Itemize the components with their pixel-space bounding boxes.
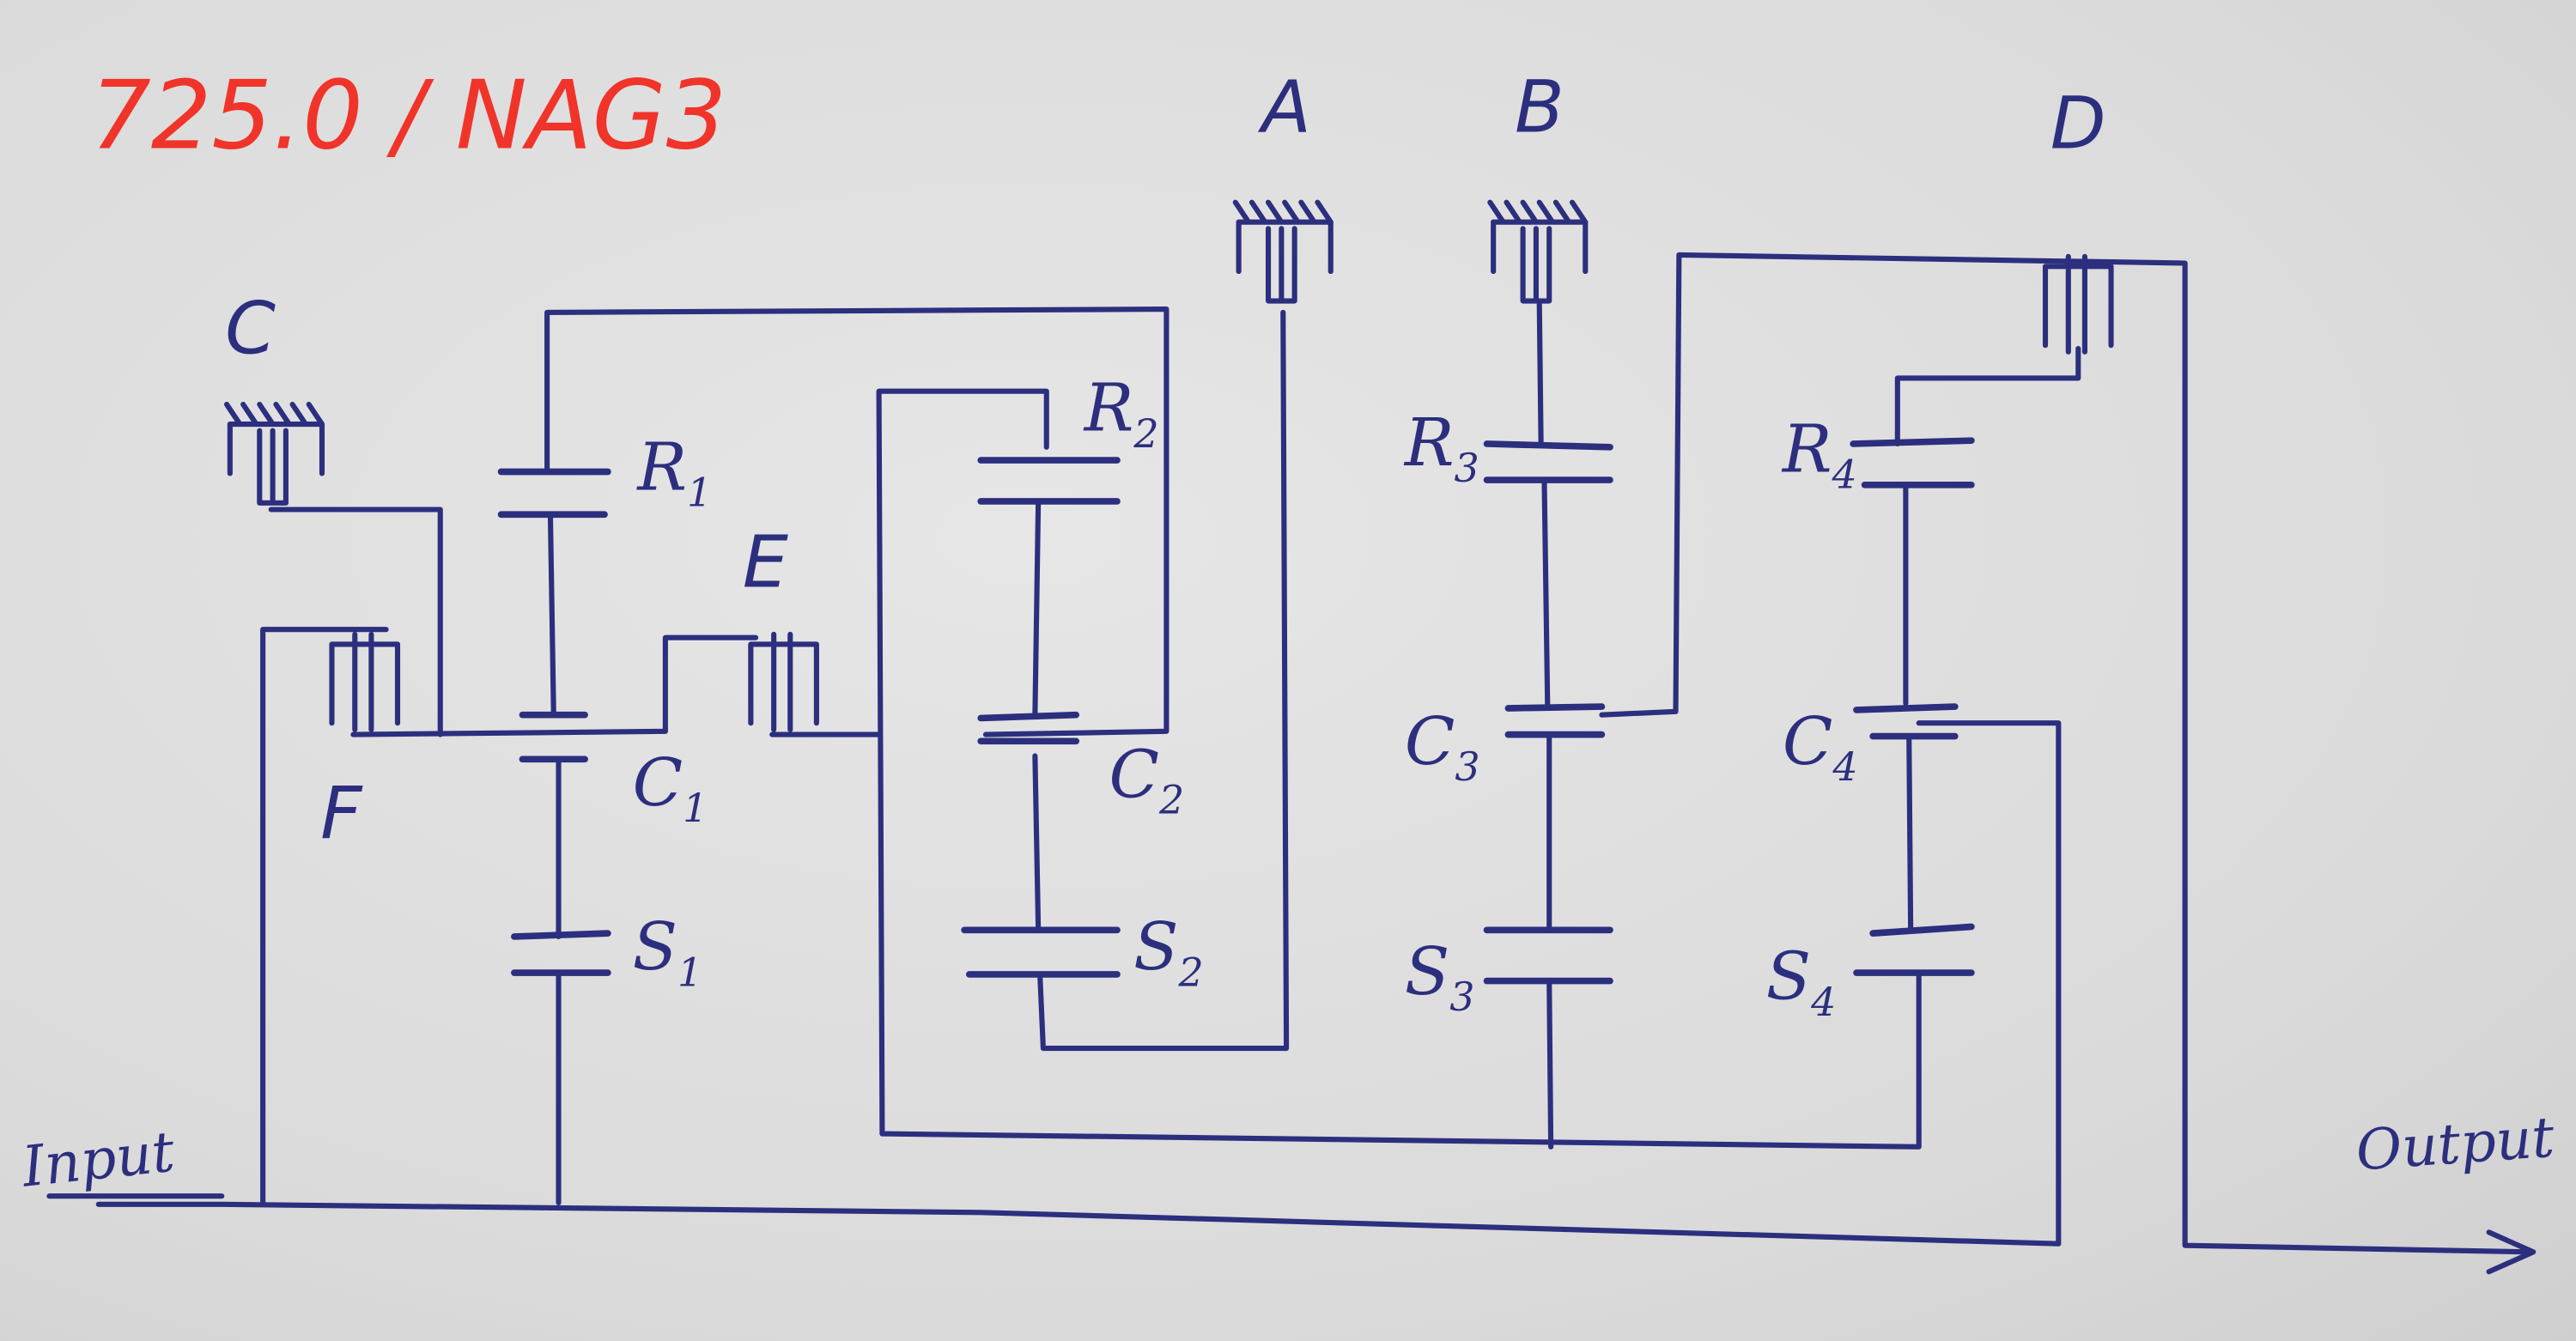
input-shaft [95, 720, 2062, 1247]
output-shaft [1599, 252, 2533, 1255]
clutch-f-icon [331, 634, 398, 730]
label-c3: C3 [1405, 704, 1480, 790]
set4-lower-shaft [1906, 733, 1914, 931]
c-brake-link [268, 507, 443, 737]
set2-lower-shaft [1032, 753, 1042, 933]
r4-plate-top [1850, 437, 1975, 447]
label-c: C [225, 287, 276, 371]
c1-shaft [350, 634, 759, 737]
s4-plate-top [1869, 923, 1975, 937]
r3-plate-top [1483, 440, 1613, 451]
label-s1: S1 [633, 909, 703, 995]
c4-plate-top [1853, 703, 1959, 713]
label-r2: R2 [1083, 371, 1159, 457]
label-f: F [320, 771, 363, 855]
label-c1: C1 [633, 745, 708, 831]
label-e: E [743, 519, 789, 604]
set2-upper-shaft [1032, 498, 1042, 718]
set1-upper-shaft [547, 512, 556, 718]
f-clutch-drum [260, 627, 389, 1207]
c2-plate-top [977, 711, 1080, 722]
label-a: A [1257, 64, 1311, 149]
label-s2: S2 [1133, 909, 1204, 995]
clutch-d-icon [2045, 257, 2111, 352]
label-b: B [1515, 64, 1564, 149]
s3-to-bottom [1546, 978, 1554, 1150]
label-c4: C4 [1783, 704, 1858, 790]
r1-drum [544, 306, 1170, 737]
brake-b-icon [1490, 203, 1585, 301]
label-s4: S4 [1766, 939, 1837, 1025]
label-r3: R3 [1403, 405, 1479, 491]
label-c2: C2 [1109, 737, 1184, 822]
e-drum-to-s4 [879, 971, 1922, 1150]
d-to-r4 [1894, 345, 2081, 447]
s2-to-brake-a [1037, 309, 1290, 1052]
c3-plate-top [1504, 703, 1606, 712]
output-arrow-icon [2486, 1229, 2537, 1275]
label-s3: S3 [1405, 934, 1475, 1020]
brake-c-icon [227, 404, 322, 503]
output-label: Output [2354, 1106, 2557, 1184]
label-r4: R4 [1781, 411, 1857, 497]
b-to-r3 [1536, 301, 1544, 447]
clutch-e-icon [750, 634, 817, 730]
diagram-title: 725.0 / NAG3 [90, 61, 726, 172]
label-r1: R1 [635, 430, 712, 516]
label-d: D [2050, 82, 2106, 166]
brake-a-icon [1236, 203, 1331, 301]
e-drum [876, 388, 1049, 1137]
s1-plate-top [511, 930, 611, 940]
set3-upper-shaft [1541, 477, 1551, 710]
input-label: Input [19, 1120, 179, 1199]
